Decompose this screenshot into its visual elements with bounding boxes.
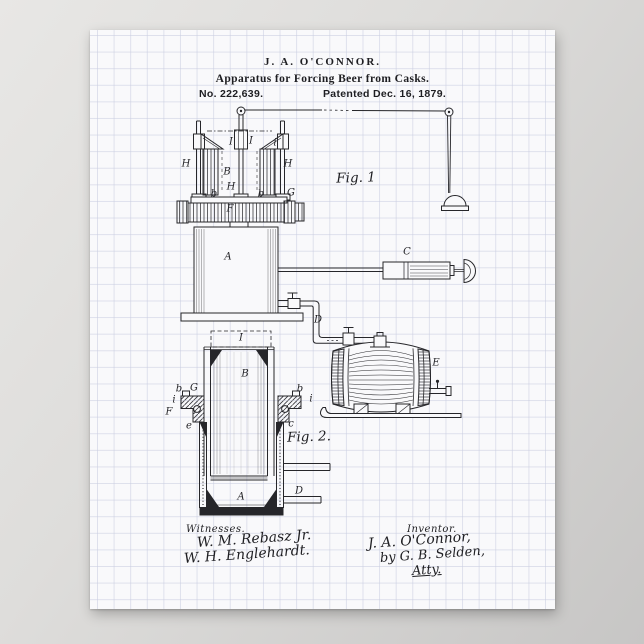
- fig1-top-flange: [176, 196, 305, 228]
- flange-right: [277, 395, 302, 423]
- part-label-b: b: [296, 383, 304, 395]
- part-label-A: A: [224, 251, 232, 263]
- part-label-E: E: [432, 357, 440, 369]
- cask-staves: [348, 350, 414, 405]
- figure-label-fig1: Fig. 1: [335, 169, 377, 187]
- part-label-B: B: [241, 368, 249, 380]
- part-label-H: H: [226, 181, 236, 193]
- witnesses-heading: Witnesses.: [186, 524, 246, 535]
- part-label-G: G: [287, 187, 295, 199]
- stopcock-valve: [342, 332, 355, 346]
- part-label-I: I: [229, 136, 233, 148]
- counterweight: [443, 195, 467, 207]
- upper-outlet-pipe: [283, 463, 331, 471]
- part-label-I: I: [249, 135, 253, 147]
- spigot: [429, 388, 446, 394]
- part-label-F: F: [226, 203, 234, 215]
- fig1-pulley-system: [236, 106, 469, 211]
- part-label-F: F: [165, 406, 173, 418]
- flange-left: [180, 395, 205, 423]
- patent-number: No. 222,639.: [199, 88, 264, 100]
- casing-bottom: [199, 507, 284, 516]
- fig1-guide-columns: [202, 148, 276, 196]
- fig2-cross-section: [180, 330, 331, 516]
- part-label-C: C: [403, 246, 411, 258]
- part-label-i: i: [273, 137, 277, 149]
- fig1-pressure-cylinder: [180, 226, 304, 322]
- part-label-e: e: [186, 420, 192, 432]
- part-label-A: A: [237, 491, 245, 503]
- base-plate: [180, 312, 304, 322]
- beer-cask: [320, 332, 462, 418]
- patent-title: Apparatus for Forcing Beer from Casks.: [215, 73, 430, 85]
- pump-handle: [463, 258, 476, 284]
- piston-plate: [210, 475, 268, 481]
- part-label-H: H: [283, 158, 293, 170]
- fig1-force-pump: [278, 258, 476, 284]
- part-label-I: I: [239, 332, 243, 344]
- outer-casing: [199, 422, 284, 508]
- part-label-B: B: [223, 166, 231, 178]
- lower-outlet-pipe: [283, 496, 322, 504]
- part-label-b: b: [175, 383, 183, 395]
- faucet-valve: [287, 298, 301, 309]
- part-label-i: i: [172, 394, 176, 406]
- figure-label-fig2: Fig. 2.: [286, 428, 332, 446]
- patent-inventor-name: J. A. O'CONNOR.: [263, 56, 382, 68]
- drip-tray: [320, 407, 462, 418]
- part-label-c: c: [288, 418, 294, 430]
- part-label-D: D: [313, 314, 323, 326]
- inventor-heading: Inventor.: [407, 524, 457, 535]
- part-label-b: b: [210, 188, 218, 200]
- attorney-title: Atty.: [411, 561, 442, 579]
- part-label-G: G: [190, 382, 198, 394]
- patent-date: Patented Dec. 16, 1879.: [323, 88, 447, 100]
- fig1-discharge-pipe: [278, 292, 374, 346]
- part-label-H: H: [181, 158, 191, 170]
- bung-fitting: [373, 335, 387, 348]
- part-label-D: D: [294, 485, 304, 497]
- part-label-b: b: [257, 188, 265, 200]
- graph-paper-sheet: [90, 30, 555, 609]
- part-label-i: i: [309, 393, 313, 405]
